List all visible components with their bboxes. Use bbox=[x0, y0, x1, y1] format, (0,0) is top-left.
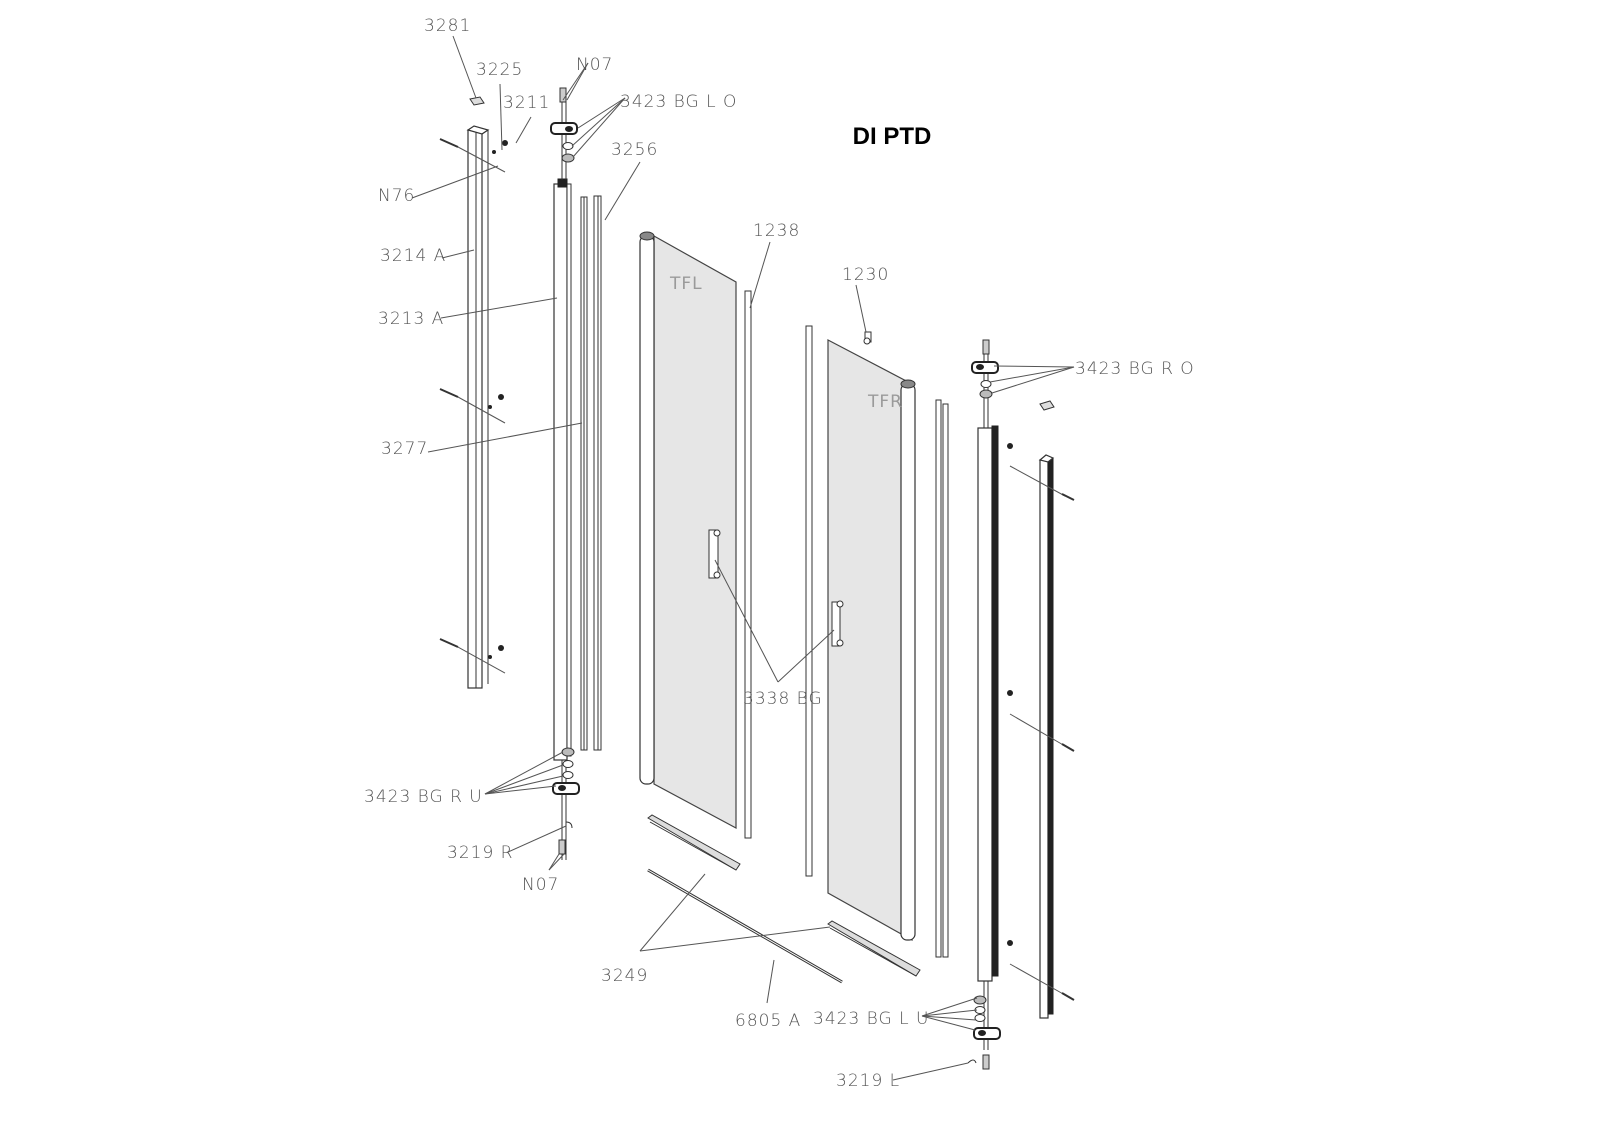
seal-right-magnet bbox=[805, 325, 813, 877]
label-3225: 3225 bbox=[476, 60, 523, 80]
label-3277: 3277 bbox=[381, 439, 428, 459]
label-3338-bg: 3338 BG bbox=[743, 689, 823, 709]
label-3249: 3249 bbox=[601, 966, 648, 986]
hinge-profile-3213a bbox=[553, 100, 572, 860]
hinge-profile-right bbox=[977, 340, 999, 1050]
wall-anchors-right bbox=[1007, 443, 1075, 1001]
label-3281: 3281 bbox=[424, 16, 471, 36]
hinge-bottom-left bbox=[552, 747, 580, 855]
wall-anchors-left bbox=[439, 138, 508, 674]
panel-label-tfl: TFL bbox=[669, 274, 703, 294]
seal-1238 bbox=[744, 290, 752, 839]
label-1238: 1238 bbox=[753, 221, 800, 241]
diagram-title: DI PTD bbox=[853, 123, 932, 150]
label-n07-bottom: N07 bbox=[522, 875, 559, 895]
label-3213a: 3213 A bbox=[378, 309, 444, 329]
leader-lines bbox=[411, 35, 1075, 1081]
label-3423-bg-l-o: 3423 BG L O bbox=[620, 92, 737, 112]
panel-label-tfr: TFR bbox=[867, 392, 903, 412]
wall-profile-right bbox=[1038, 454, 1055, 1019]
label-1230: 1230 bbox=[842, 265, 889, 285]
handle-left bbox=[708, 529, 721, 579]
hinge-top-right bbox=[971, 339, 1055, 411]
label-n76: N76 bbox=[378, 186, 415, 206]
seal-3256 bbox=[593, 195, 602, 751]
label-3219l: 3219 L bbox=[836, 1071, 900, 1091]
label-3219r: 3219 R bbox=[447, 843, 513, 863]
sweep-3249-left bbox=[647, 814, 741, 871]
door-panel-left: TFL bbox=[639, 231, 737, 830]
label-3423-bg-l-u: 3423 BG L U bbox=[813, 1009, 929, 1029]
label-n07-top: N07 bbox=[576, 55, 613, 75]
seal-right-pair bbox=[935, 399, 949, 958]
wall-profile-3214a bbox=[466, 125, 490, 689]
part-1230 bbox=[863, 331, 872, 345]
label-6805a: 6805 A bbox=[735, 1011, 801, 1031]
drip-profile-6805a bbox=[647, 868, 843, 984]
label-3423-bg-r-o: 3423 BG R O bbox=[1075, 359, 1195, 379]
label-3423-bg-r-u: 3423 BG R U bbox=[364, 787, 483, 807]
label-3256: 3256 bbox=[611, 140, 658, 160]
label-3214a: 3214 A bbox=[380, 246, 446, 266]
cap-3281 bbox=[469, 96, 485, 106]
door-panel-right: TFR bbox=[827, 339, 916, 942]
label-3211: 3211 bbox=[503, 93, 550, 113]
seal-3277 bbox=[580, 196, 588, 751]
part-labels: 3281 3225 3211 N07 3423 BG L O 3256 N76 … bbox=[364, 16, 1195, 1091]
handle-right bbox=[831, 600, 844, 647]
sweep-3249-right bbox=[827, 920, 921, 977]
